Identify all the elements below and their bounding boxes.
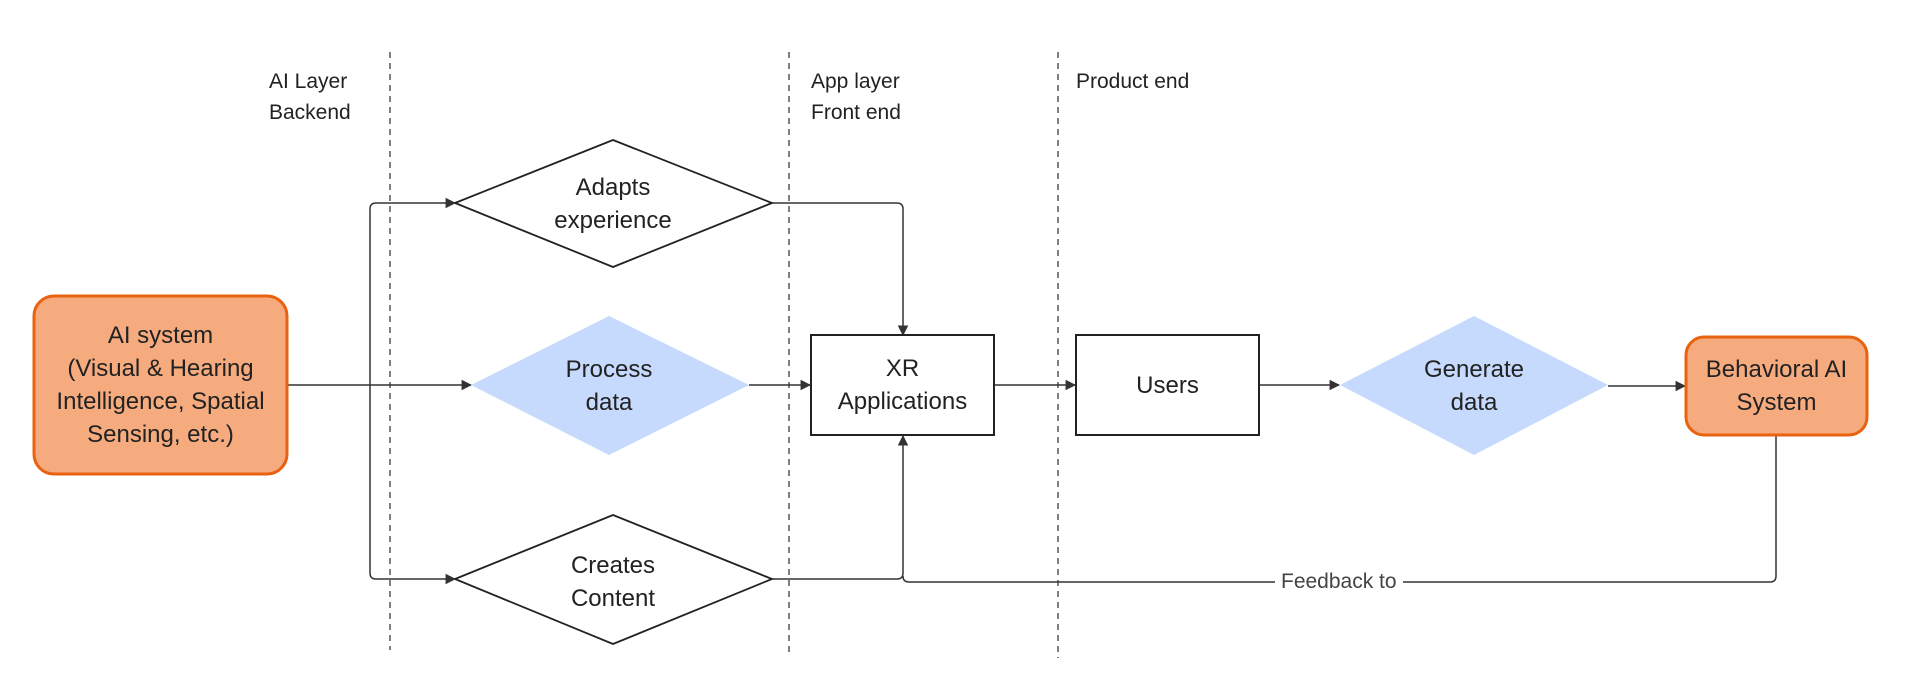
lane-label-app-layer-line1: App layer (811, 70, 900, 93)
process-data-label: Process data (519, 352, 699, 420)
lane-label-product-end: Product end (1076, 66, 1189, 97)
lane-label-app-layer-line2: Front end (811, 101, 901, 124)
creates-content-line-2: Content (570, 585, 656, 612)
creates-content-label: Creates Content (513, 548, 713, 616)
behavioral-ai-line-1: Behavioral AI (1705, 356, 1848, 383)
users-line-1: Users (1136, 371, 1199, 399)
process-data-diamond (471, 316, 749, 455)
creates-content-line-1: Creates (570, 552, 656, 579)
edge-creates-to-xr (772, 434, 909, 580)
xr-applications-line-2: Applications (837, 388, 968, 415)
ai-system-line-1: AI system (107, 322, 214, 349)
lane-label-product-end-line1: Product end (1076, 70, 1190, 93)
edge-adapts-to-xr (772, 202, 909, 337)
generate-data-line-2: data (1450, 389, 1498, 416)
lane-label-ai-layer-line1: AI Layer (269, 70, 348, 93)
behavioral-ai-line-2: System (1736, 389, 1817, 416)
edge-branch-to-adapts (369, 197, 457, 385)
lane-label-ai-layer-line2: Backend (269, 101, 351, 124)
xr-applications-box (810, 334, 995, 436)
generate-data-diamond (1340, 316, 1608, 455)
lane-label-app-layer: App layer Front end (811, 66, 901, 128)
generate-data-label: Generate data (1384, 352, 1564, 420)
creates-content-diamond (452, 514, 775, 645)
ai-system-line-4: Sensing, etc.) (87, 421, 234, 448)
ai-system-line-3: Intelligence, Spatial (56, 388, 265, 415)
edge-feedback (902, 436, 1777, 583)
adapts-experience-diamond (452, 139, 775, 268)
behavioral-ai-box (1684, 335, 1869, 437)
process-data-line-1: Process (565, 356, 653, 383)
ai-system-box (32, 294, 289, 476)
adapts-experience-line-2: experience (554, 207, 672, 234)
xr-applications-label: XR Applications (811, 335, 994, 435)
process-data-line-2: data (585, 389, 633, 416)
users-label: Users (1076, 335, 1259, 435)
behavioral-ai-label: Behavioral AI System (1686, 337, 1867, 435)
adapts-experience-line-1: Adapts (575, 174, 651, 201)
feedback-label: Feedback to (1275, 569, 1403, 595)
xr-applications-line-1: XR (885, 355, 920, 382)
adapts-experience-label: Adapts experience (513, 170, 713, 238)
generate-data-line-1: Generate (1423, 356, 1525, 383)
lane-label-ai-layer: AI Layer Backend (269, 66, 351, 128)
edge-branch-to-creates (369, 385, 457, 585)
ai-system-line-2: (Visual & Hearing (67, 355, 254, 382)
ai-system-label: AI system (Visual & Hearing Intelligence… (34, 296, 287, 474)
users-box (1075, 334, 1260, 436)
